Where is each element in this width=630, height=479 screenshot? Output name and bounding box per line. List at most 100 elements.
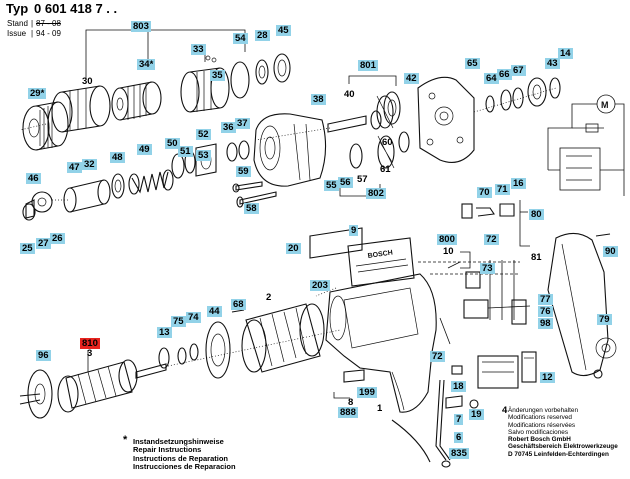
- callout-38: 38: [311, 94, 326, 105]
- part-96-fan: [19, 369, 53, 419]
- part-32-shaft: [63, 179, 111, 213]
- callout-81: 81: [531, 252, 542, 263]
- callout-49: 49: [137, 144, 152, 155]
- callout-4: 4: [502, 405, 508, 416]
- callout-48: 48: [110, 152, 125, 163]
- change-notice-de: Änderungen vorbehalten: [508, 407, 578, 414]
- mark-61: 61: [380, 164, 391, 175]
- callout-96: 96: [36, 350, 51, 361]
- change-notice-en: Modifications reserved: [508, 414, 572, 422]
- note-line-fr: Instructions de Reparation: [133, 453, 229, 463]
- callout-74: 74: [186, 312, 201, 323]
- part-1-housing: [325, 273, 437, 413]
- callout-29: 29*: [28, 88, 47, 99]
- callout-888: 888: [338, 407, 358, 418]
- note-line-de: Instandsetzungshinweise: [133, 437, 224, 446]
- callout-53: 53: [196, 150, 211, 161]
- part-4-switch: [477, 355, 519, 389]
- stand-label: Stand: [7, 19, 28, 28]
- part-2-stator: [241, 303, 325, 373]
- part-9-nameplate: BOSCH: [347, 237, 415, 287]
- callout-56: 56: [338, 177, 353, 188]
- part-29-sleeve: [22, 101, 69, 151]
- callout-98: 98: [538, 318, 553, 329]
- part-43-bearing: [527, 77, 547, 107]
- callout-47: 47: [67, 162, 82, 173]
- type-label: Typ: [6, 1, 29, 16]
- callout-68: 68: [231, 299, 246, 310]
- issue-label: Issue: [7, 29, 27, 38]
- part-67-ring: [512, 87, 524, 109]
- part-79-handle: [547, 232, 617, 377]
- part-36-ring: [226, 142, 238, 162]
- callout-9: 9: [349, 225, 359, 236]
- callout-64: 64: [484, 73, 499, 84]
- part-13-bearing: [158, 347, 170, 369]
- callout-60: 60: [382, 137, 393, 148]
- part-37-washer: [238, 140, 250, 160]
- part-74-ring: [189, 343, 199, 361]
- callout-80: 80: [529, 209, 544, 220]
- callout-52: 52: [196, 129, 211, 140]
- switch-wiring: [418, 260, 531, 345]
- callout-803: 803: [131, 21, 151, 32]
- part-35-sleeve: [180, 55, 230, 113]
- part-19-screw: [469, 399, 479, 409]
- callout-18: 18: [451, 381, 466, 392]
- callout-36: 36: [221, 122, 236, 133]
- callout-57: 57: [357, 174, 368, 185]
- callout-65: 65: [465, 58, 480, 69]
- part-42-gear: [383, 91, 401, 125]
- stand-separator: |: [31, 19, 34, 28]
- part-90-screw: [595, 233, 611, 237]
- callout-25: 25: [20, 243, 35, 254]
- callout-43: 43: [545, 58, 560, 69]
- callout-810-highlighted: 810: [80, 338, 100, 349]
- part-56-gear: [349, 143, 363, 169]
- callout-35: 35: [210, 70, 225, 81]
- part-40-spindle: [327, 95, 394, 133]
- type-number: 0 601 418 7 . .: [34, 1, 118, 16]
- callout-1: 1: [377, 403, 383, 414]
- part-65-gear-plate: [417, 76, 475, 163]
- callout-72-bottom: 72: [430, 351, 445, 362]
- callout-8: 8: [348, 397, 354, 408]
- callout-71: 71: [495, 184, 510, 195]
- part-64-washer: [485, 95, 495, 113]
- part-199-plate: [343, 369, 365, 383]
- change-notice-es: Salvo modificaciones: [508, 428, 569, 436]
- callout-40: 40: [344, 89, 355, 100]
- callout-72-top: 72: [484, 234, 499, 245]
- callout-44: 44: [207, 306, 222, 317]
- callout-59: 59: [236, 166, 251, 177]
- part-70-switch-spring: [461, 203, 495, 219]
- callout-45: 45: [276, 25, 291, 36]
- callout-34: 34*: [137, 59, 156, 70]
- callout-801: 801: [358, 60, 378, 71]
- callout-77: 77: [538, 294, 553, 305]
- stand-date: 87 - 08: [36, 19, 61, 28]
- part-6-cable: [391, 379, 451, 468]
- callout-800: 800: [437, 234, 457, 245]
- part-66-bearing: [500, 89, 512, 111]
- callout-58: 58: [244, 203, 259, 214]
- issue-separator: |: [31, 29, 34, 38]
- callout-6: 6: [454, 432, 464, 443]
- part-16-switch: [499, 203, 515, 217]
- svg-text:BOSCH: BOSCH: [367, 250, 393, 260]
- division-name: Geschäftsbereich Elektrowerkzeuge: [508, 443, 618, 451]
- callout-79: 79: [597, 314, 612, 325]
- repair-instructions: * Instandsetzungshinweise Repair Instruc…: [123, 434, 236, 471]
- callout-28: 28: [255, 30, 270, 41]
- callout-835: 835: [449, 448, 469, 459]
- part-34-chuck: [111, 81, 162, 121]
- callout-27: 27: [36, 238, 51, 249]
- issue-date: 94 - 09: [36, 29, 61, 38]
- callout-32: 32: [82, 159, 97, 170]
- callout-33: 33: [191, 44, 206, 55]
- note-line-en: Repair Instructions: [133, 445, 202, 455]
- callout-67: 67: [511, 65, 526, 76]
- callout-14: 14: [558, 48, 573, 59]
